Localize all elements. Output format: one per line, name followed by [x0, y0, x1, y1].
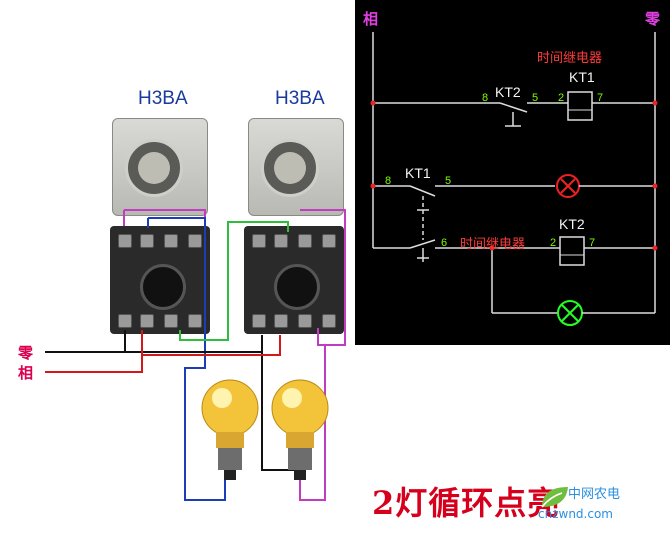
- kt1-coil-label: KT1: [569, 69, 595, 85]
- relay-title-2: 时间继电器: [460, 236, 525, 251]
- kt2-coil-pin-2: 2: [550, 237, 556, 249]
- schematic-diagram: 相 零 时间继电器 时间继电器 KT2 8 5 KT1 2 7 KT1 8 5 …: [363, 10, 661, 326]
- kt2-coil-label: KT2: [559, 216, 585, 232]
- wiring-illustration: H3BA H3BA: [18, 88, 346, 501]
- timer-model-label-2: H3BA: [275, 88, 325, 109]
- kt1-pin-8: 8: [385, 175, 391, 187]
- caption: 2灯循环点亮: [372, 484, 561, 522]
- relay-socket-1: [110, 226, 210, 334]
- neutral-rail-label: 零: [644, 11, 661, 28]
- kt1-pin-6: 6: [441, 237, 447, 249]
- leaf-logo-icon: [541, 487, 568, 508]
- bulb-2: [271, 379, 329, 480]
- kt2-coil-pin-7: 7: [589, 237, 595, 249]
- phase-label: 相: [18, 364, 34, 382]
- kt2-pin-8: 8: [482, 92, 488, 104]
- kt1-coil-pin-7: 7: [597, 92, 603, 104]
- timer-relay-1: [112, 118, 208, 216]
- kt1-contact-label: KT1: [405, 165, 431, 181]
- kt2-pin-5: 5: [532, 92, 538, 104]
- timer-relay-2: [248, 118, 344, 216]
- kt1-pin-5: 5: [445, 175, 451, 187]
- wiring-lines: [45, 209, 346, 501]
- watermark-bottom: cnzwnd.com: [538, 507, 613, 521]
- schematic-panel: 相 零 时间继电器 时间继电器 KT2 8 5 KT1 2 7 KT1 8 5 …: [355, 0, 670, 345]
- kt1-coil-pin-2: 2: [558, 92, 564, 104]
- kt2-contact-label: KT2: [495, 84, 521, 100]
- phase-rail-label: 相: [363, 10, 378, 28]
- watermark: 中网农电 cnzwnd.com: [538, 483, 666, 531]
- neutral-label: 零: [18, 344, 34, 362]
- watermark-top: 中网农电: [568, 487, 621, 502]
- relay-title-1: 时间继电器: [537, 50, 602, 65]
- timer-model-label-1: H3BA: [138, 88, 188, 109]
- bulb-1: [201, 379, 259, 480]
- relay-socket-2: [244, 226, 344, 334]
